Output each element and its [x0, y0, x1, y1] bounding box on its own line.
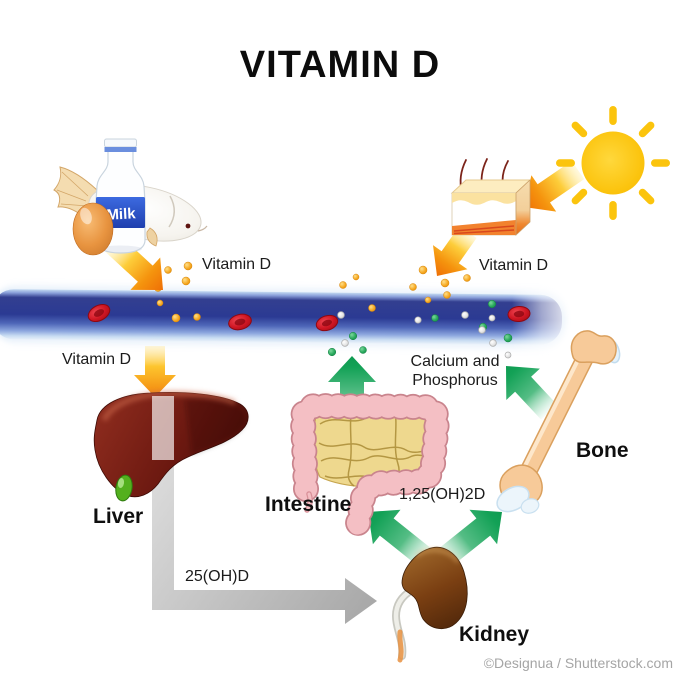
intestine-label: Intestine: [265, 493, 352, 516]
liver-arrow-overlay: [152, 396, 174, 460]
calcium-line1: Calcium and: [410, 353, 500, 370]
metabolite-125ohd-label: 1,25(OH)2D: [399, 486, 486, 503]
vitamin-d-label-liver: Vitamin D: [62, 351, 132, 368]
sun: [556, 106, 670, 220]
liver-label: Liver: [93, 505, 144, 528]
calcium-phosphorus-label: Calcium and Phosphorus: [398, 352, 512, 390]
vessel-to-liver-arrow: [134, 346, 176, 397]
vitamin-d-particles: [154, 261, 471, 323]
sun-to-skin-arrow: [524, 160, 585, 212]
metabolite-25ohd-label: 25(OH)D: [185, 568, 250, 585]
bone-to-vessel-arrow: [506, 366, 557, 420]
egg: [72, 202, 114, 256]
colon: [289, 393, 450, 539]
phosphorus-particles: [337, 311, 512, 359]
milk-label: Milk: [106, 205, 137, 224]
calcium-line2: Phosphorus: [412, 372, 498, 389]
kidney-label: Kidney: [459, 623, 530, 646]
fish-eye: [185, 223, 191, 229]
vitamin-d-label-food: Vitamin D: [202, 256, 272, 273]
intestine: [289, 393, 450, 539]
red-blood-cells: [87, 303, 531, 332]
skin-section: [450, 158, 532, 236]
gallbladder: [115, 474, 133, 502]
diagram-title: VITAMIN D: [239, 44, 441, 86]
liver-to-kidney-arrow: [152, 458, 377, 624]
bone: [496, 330, 621, 514]
skin-to-vessel-arrow: [433, 226, 477, 276]
bone-label: Bone: [576, 439, 629, 462]
blood-vessel: [0, 283, 568, 351]
copyright-credit: ©Designua / Shutterstock.com: [483, 655, 673, 671]
vitamin-d-label-skin: Vitamin D: [479, 257, 549, 274]
kidney: [391, 546, 468, 663]
